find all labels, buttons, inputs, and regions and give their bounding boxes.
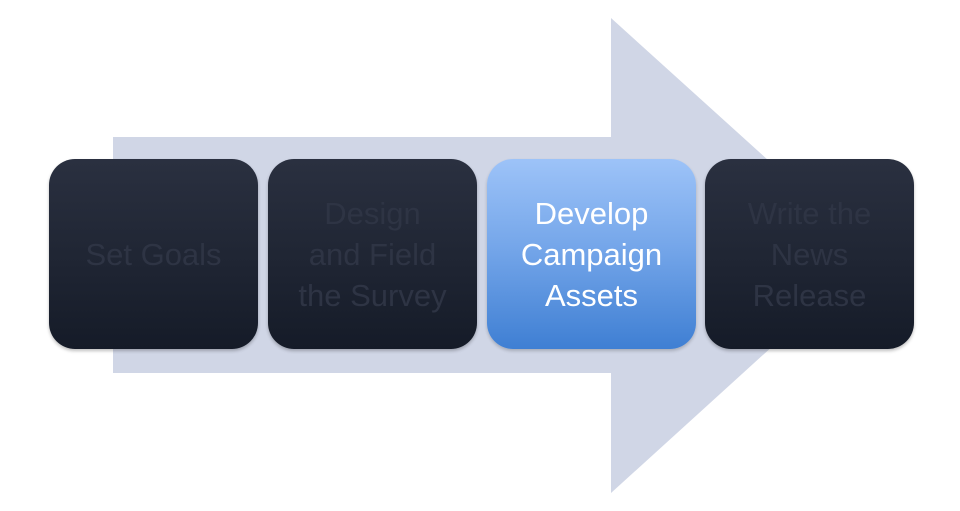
step-label: Design and Field the Survey bbox=[298, 195, 447, 313]
step-label: Write the News Release bbox=[747, 195, 872, 313]
step-label: Develop Campaign Assets bbox=[520, 195, 663, 313]
step-write-news-release[interactable]: Write the News Release bbox=[705, 159, 914, 349]
step-set-goals[interactable]: Set Goals bbox=[49, 159, 258, 349]
step-design-and-field-survey[interactable]: Design and Field the Survey bbox=[268, 159, 477, 349]
step-develop-campaign-assets[interactable]: Develop Campaign Assets bbox=[487, 159, 696, 349]
step-label: Set Goals bbox=[85, 236, 222, 272]
